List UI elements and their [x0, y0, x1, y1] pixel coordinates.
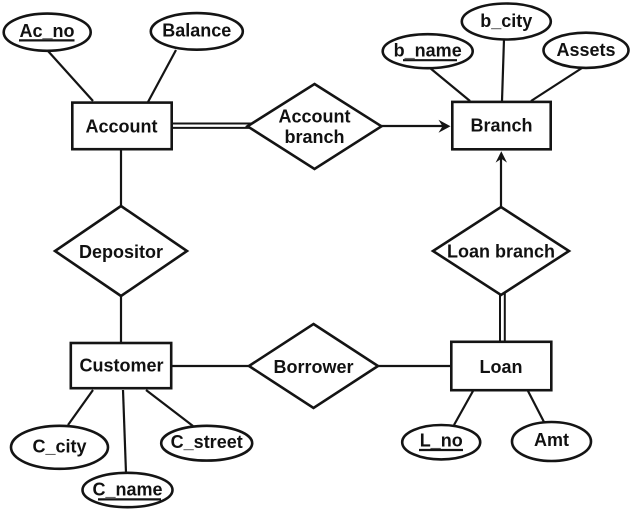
- svg-text:Account: Account: [86, 117, 158, 137]
- svg-text:Loan: Loan: [480, 357, 523, 377]
- svg-text:Loan branch: Loan branch: [447, 241, 555, 261]
- svg-text:L_no: L_no: [420, 430, 463, 450]
- svg-text:C_street: C_street: [171, 432, 243, 452]
- svg-text:Depositor: Depositor: [79, 242, 163, 262]
- svg-text:Ac_no: Ac_no: [19, 21, 74, 41]
- svg-text:b_city: b_city: [480, 11, 532, 31]
- svg-text:Borrower: Borrower: [273, 357, 353, 377]
- svg-text:C_city: C_city: [32, 437, 86, 457]
- svg-text:Assets: Assets: [556, 40, 615, 60]
- svg-text:b_name: b_name: [394, 40, 462, 60]
- svg-text:Amt: Amt: [534, 430, 569, 450]
- svg-text:branch: branch: [284, 127, 344, 147]
- svg-text:Branch: Branch: [470, 116, 532, 136]
- svg-text:Balance: Balance: [162, 20, 231, 40]
- svg-text:C_name: C_name: [92, 480, 162, 500]
- svg-text:Account: Account: [279, 106, 351, 126]
- svg-text:Customer: Customer: [79, 356, 163, 376]
